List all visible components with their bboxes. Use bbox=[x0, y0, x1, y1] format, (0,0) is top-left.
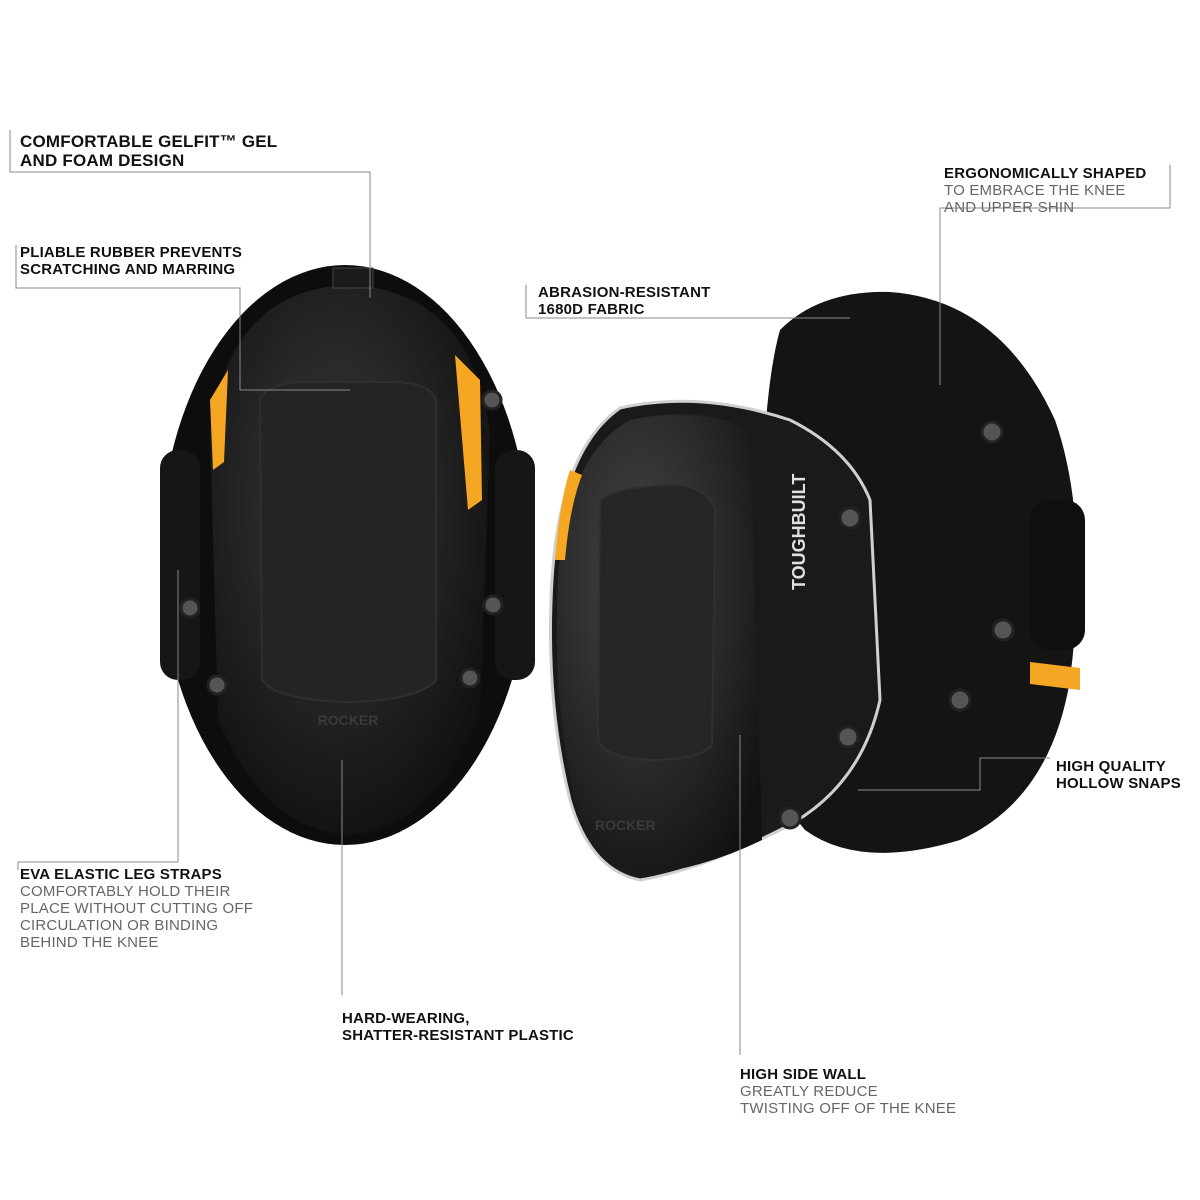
left-brand-tag bbox=[332, 267, 374, 289]
callout-rubber: Pliable rubber prevents scratching and m… bbox=[20, 244, 242, 278]
callout-ergonomic-sub-2: and upper shin bbox=[944, 199, 1075, 216]
right-brand-logo: TOUGHBUILT bbox=[789, 474, 809, 590]
left-snap-1 bbox=[179, 597, 201, 619]
leader-straps bbox=[17, 570, 179, 870]
leader-fabric bbox=[525, 285, 850, 319]
callout-plastic: Hard-wearing, shatter-resistant plastic bbox=[342, 1010, 574, 1044]
right-snap-1 bbox=[980, 420, 1004, 444]
right-front-snap-2 bbox=[836, 725, 860, 749]
callout-fabric: Abrasion-resistant 1680D fabric bbox=[538, 284, 711, 318]
callout-fabric-line-2: 1680D fabric bbox=[538, 301, 645, 318]
left-snap-5 bbox=[481, 389, 503, 411]
left-strap-left bbox=[160, 450, 200, 680]
leader-gelfit bbox=[9, 130, 371, 298]
callout-straps-sub-2: place without cutting off bbox=[20, 900, 254, 917]
leader-snaps bbox=[858, 757, 1050, 791]
leader-rubber bbox=[15, 245, 350, 391]
callout-straps-line-1: EVA elastic leg straps bbox=[20, 866, 222, 883]
right-front-snap-3 bbox=[778, 806, 802, 830]
callout-sidewall-sub-2: twisting off of the knee bbox=[740, 1100, 957, 1117]
callout-ergonomic-line-1: Ergonomically shaped bbox=[944, 165, 1147, 182]
right-snap-2 bbox=[991, 618, 1015, 642]
left-model-label: ROCKER bbox=[318, 712, 379, 728]
left-pad-gel-insert bbox=[258, 381, 437, 704]
callout-plastic-line-2: shatter-resistant plastic bbox=[342, 1027, 574, 1044]
callout-snaps-line-1: High quality bbox=[1056, 758, 1166, 775]
left-orange-stripe-left bbox=[210, 370, 228, 470]
right-snap-3 bbox=[948, 688, 972, 712]
left-kneepad: ROCKER bbox=[160, 265, 535, 845]
callout-plastic-line-1: Hard-wearing, bbox=[342, 1010, 470, 1027]
callout-rubber-line-2: scratching and marring bbox=[20, 261, 236, 278]
right-back-orange-tab bbox=[1030, 662, 1080, 690]
callout-straps-sub-1: comfortably hold their bbox=[20, 883, 231, 900]
callout-sidewall: High side wall greatly reduce twisting o… bbox=[740, 1066, 956, 1117]
callout-ergonomic: Ergonomically shaped to embrace the knee… bbox=[944, 165, 1146, 216]
callout-rubber-line-1: Pliable rubber prevents bbox=[20, 244, 243, 261]
callout-sidewall-sub-1: greatly reduce bbox=[740, 1083, 878, 1100]
right-kneepad-front: TOUGHBUILT ROCKER bbox=[548, 399, 882, 882]
left-orange-stripe-right bbox=[455, 355, 482, 510]
leader-lines bbox=[9, 130, 1171, 1055]
callout-fabric-line-1: Abrasion-resistant bbox=[538, 284, 711, 301]
callout-snaps: High quality hollow snaps bbox=[1056, 758, 1181, 792]
right-model-label: ROCKER bbox=[595, 817, 656, 833]
left-snap-4 bbox=[459, 667, 481, 689]
left-strap-right bbox=[495, 450, 535, 680]
callout-straps-sub-3: circulation or binding bbox=[20, 917, 219, 934]
right-front-gel-insert bbox=[596, 483, 717, 762]
callout-straps: EVA elastic leg straps comfortably hold … bbox=[20, 866, 253, 951]
right-front-orange-stripe bbox=[555, 470, 582, 560]
callout-ergonomic-sub-1: to embrace the knee bbox=[944, 182, 1126, 199]
left-snap-3 bbox=[482, 594, 504, 616]
callout-snaps-line-2: hollow snaps bbox=[1056, 775, 1181, 792]
callout-straps-sub-4: behind the knee bbox=[20, 934, 159, 951]
right-back-strap bbox=[1030, 500, 1085, 650]
callout-gelfit-line-1: Comfortable GELFIT™ gel bbox=[20, 132, 278, 151]
callout-gelfit-line-2: and foam design bbox=[20, 151, 185, 170]
callout-gelfit: Comfortable GELFIT™ gel and foam design bbox=[20, 132, 277, 170]
leader-ergonomic bbox=[939, 165, 1171, 385]
right-front-snap-1 bbox=[838, 506, 862, 530]
left-snap-2 bbox=[206, 674, 228, 696]
callout-sidewall-line-1: High side wall bbox=[740, 1066, 867, 1083]
